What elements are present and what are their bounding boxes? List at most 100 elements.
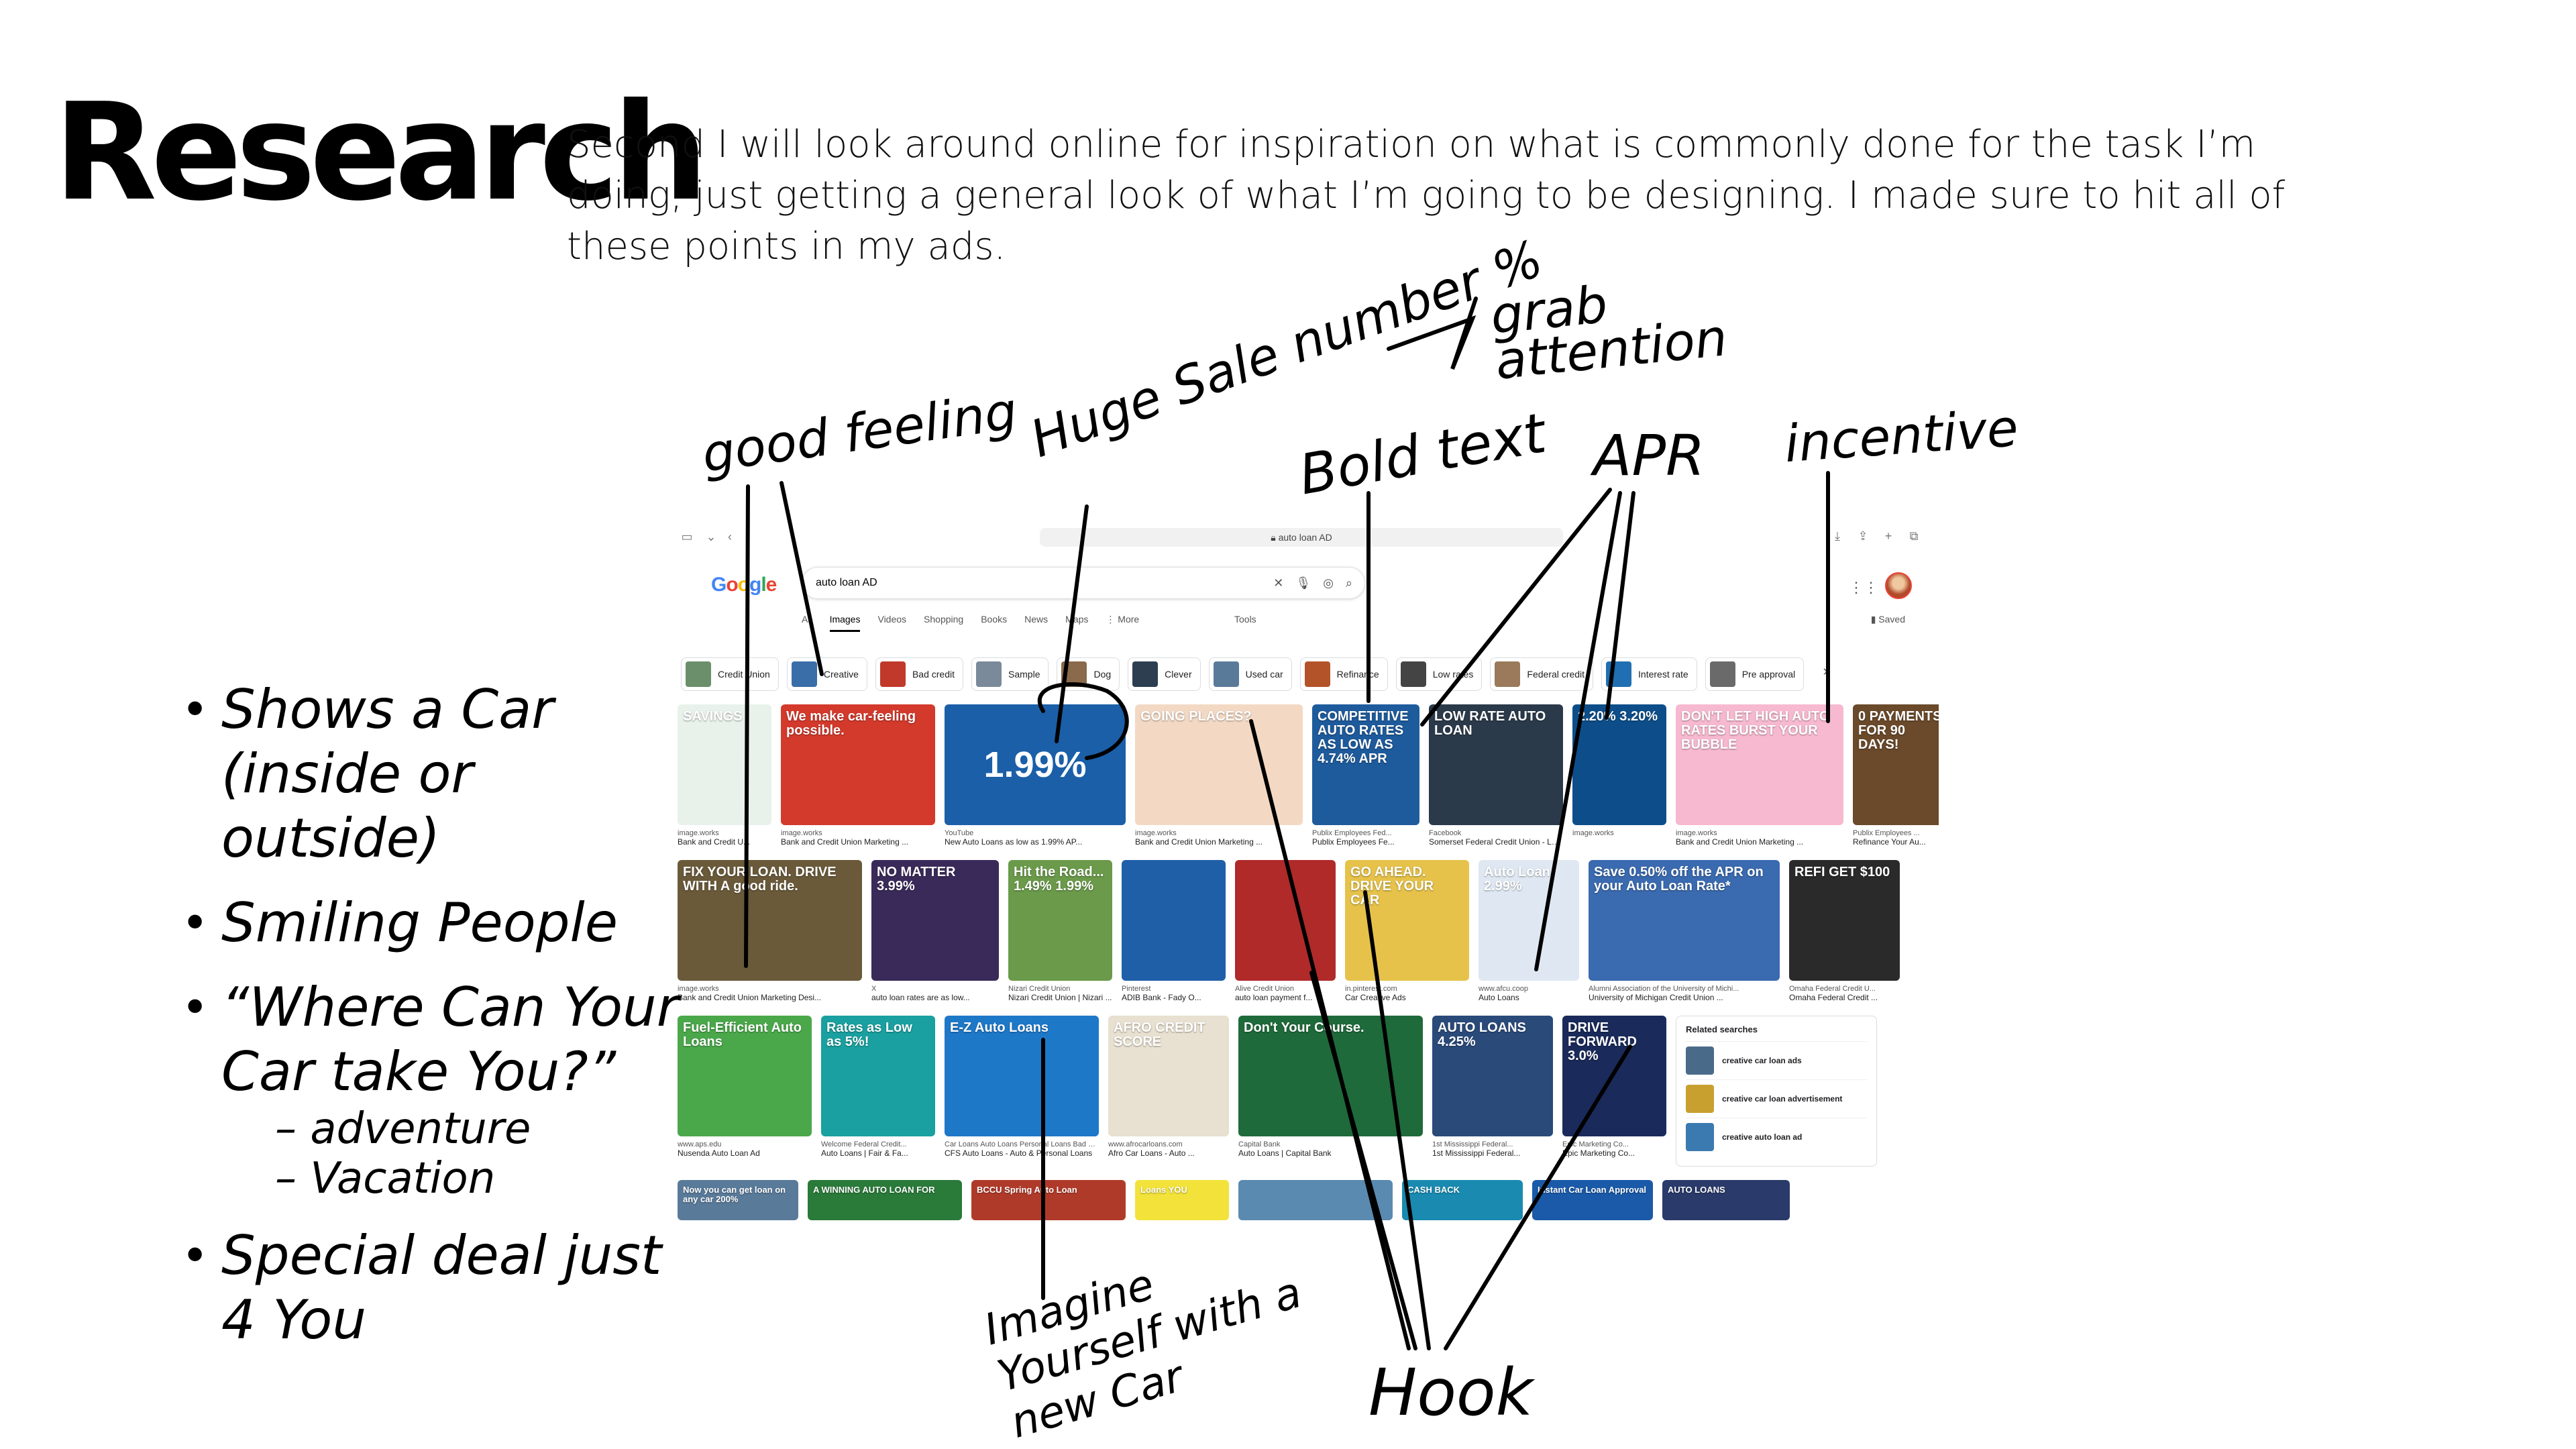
result-source[interactable]: image.works (781, 829, 822, 837)
result-thumbnail[interactable]: AUTO LOANS 4.25% (1432, 1016, 1553, 1136)
tools-button[interactable]: Tools (1234, 614, 1256, 625)
tab-5[interactable]: News (1024, 614, 1049, 625)
result-source[interactable]: www.afcu.coop (1479, 985, 1528, 993)
image-result[interactable]: AUTO LOANS 4.25% 1st Mississippi Federal.… (1432, 1016, 1553, 1158)
result-source[interactable]: Pinterest (1122, 985, 1151, 993)
result-caption[interactable]: Nizari Credit Union | Nizari ... (1008, 993, 1112, 1002)
result-caption[interactable]: Somerset Federal Credit Union - Look... (1429, 837, 1563, 847)
image-result[interactable]: A WINNING AUTO LOAN FOR (808, 1180, 962, 1220)
result-caption[interactable]: New Auto Loans as low as 1.99% AP... (945, 837, 1083, 847)
result-thumbnail[interactable]: NO MATTER 3.99% (871, 860, 999, 981)
image-result[interactable]: CASH BACK (1402, 1180, 1523, 1220)
filter-chip[interactable]: Refinance (1299, 657, 1388, 691)
result-source[interactable]: Publix Employees Fed... (1312, 829, 1392, 837)
related-search-item[interactable]: creative auto loan ad (1686, 1118, 1867, 1156)
result-thumbnail[interactable]: FIX YOUR LOAN. DRIVE WITH A good ride. (678, 860, 862, 981)
result-thumbnail[interactable]: GOING PLACES? (1135, 704, 1303, 825)
result-caption[interactable]: Publix Employees Fe... (1312, 837, 1395, 847)
result-thumbnail[interactable]: AFRO CREDIT SCORE (1108, 1016, 1229, 1136)
result-source[interactable]: image.works (678, 829, 719, 837)
google-logo[interactable]: Google (711, 574, 777, 596)
image-result[interactable]: COMPETITIVE AUTO RATES AS LOW AS 4.74% A… (1312, 704, 1419, 847)
result-caption[interactable]: Bank and Credit Union Marketing ... (1676, 837, 1804, 847)
result-thumbnail[interactable]: Rates as Low as 5%! (821, 1016, 935, 1136)
filter-chip[interactable]: Sample (971, 657, 1049, 691)
result-thumbnail[interactable]: DON'T LET HIGH AUTO RATES BURST YOUR BUB… (1676, 704, 1843, 825)
result-source[interactable]: YouTube (945, 829, 974, 837)
result-source[interactable]: www.aps.edu (678, 1140, 722, 1148)
back-arrow-icon[interactable]: ‹ (728, 529, 732, 543)
result-source[interactable]: 1st Mississippi Federal... (1432, 1140, 1513, 1148)
download-icon[interactable]: ⤓ (1835, 529, 1840, 543)
tab-1[interactable]: Images (829, 614, 861, 632)
result-source[interactable]: www.afrocarloans.com (1108, 1140, 1183, 1148)
filter-chip[interactable]: Interest rate (1601, 657, 1697, 691)
result-thumbnail[interactable]: Save 0.50% off the APR on your Auto Loan… (1589, 860, 1780, 981)
result-thumbnail[interactable]: Don't Your Course. (1238, 1016, 1423, 1136)
filter-chip[interactable]: Low rates (1395, 657, 1483, 691)
result-caption[interactable]: Omaha Federal Credit ... (1789, 993, 1878, 1002)
filter-chip[interactable]: Used car (1208, 657, 1292, 691)
result-caption[interactable]: Bank and Credit Union Marketing Desi... (678, 993, 822, 1002)
result-source[interactable]: Welcome Federal Credit... (821, 1140, 907, 1148)
result-caption[interactable]: Auto Loans | Capital Bank (1238, 1148, 1332, 1158)
result-source[interactable]: image.works (678, 985, 719, 993)
result-thumbnail[interactable]: 1.99% (945, 704, 1126, 825)
avatar[interactable] (1885, 572, 1912, 599)
image-result[interactable]: Now you can get loan on any car 200% (678, 1180, 798, 1220)
tab-4[interactable]: Books (981, 614, 1008, 625)
result-caption[interactable]: Auto Loans (1479, 993, 1519, 1002)
filter-chip[interactable]: Pre approval (1705, 657, 1805, 691)
filter-chip[interactable]: Federal credit (1490, 657, 1594, 691)
result-source[interactable]: Alumni Association of the University of … (1589, 985, 1739, 993)
image-result[interactable]: 2.20% 3.20% image.works (1572, 704, 1666, 837)
apps-grid-icon[interactable]: ⋮⋮ (1849, 579, 1878, 596)
filter-chip[interactable]: Dog (1057, 657, 1120, 691)
result-thumbnail[interactable]: 2.20% 3.20% (1572, 704, 1666, 825)
result-thumbnail[interactable] (1238, 1180, 1393, 1220)
result-thumbnail[interactable]: BCCU Spring Auto Loan (971, 1180, 1126, 1220)
search-box[interactable]: ✕ 🎙︎ ◎ ⌕ (802, 567, 1365, 599)
result-thumbnail[interactable]: LOW RATE AUTO LOAN (1429, 704, 1563, 825)
result-source[interactable]: image.works (1572, 829, 1614, 837)
result-source[interactable]: Omaha Federal Credit U... (1789, 985, 1876, 993)
result-thumbnail[interactable] (1235, 860, 1336, 981)
result-caption[interactable]: University of Michigan Credit Union ... (1589, 993, 1723, 1002)
image-result[interactable]: Instant Car Loan Approval (1532, 1180, 1653, 1220)
result-thumbnail[interactable] (1122, 860, 1226, 981)
result-caption[interactable]: Afro Car Loans - Auto ... (1108, 1148, 1195, 1158)
image-result[interactable]: Hit the Road... 1.49% 1.99%Nizari Credit… (1008, 860, 1112, 1002)
result-caption[interactable]: auto loan payment f... (1235, 993, 1313, 1002)
result-source[interactable]: image.works (1135, 829, 1177, 837)
result-caption[interactable]: 1st Mississippi Federal... (1432, 1148, 1521, 1158)
search-input[interactable] (814, 576, 1274, 590)
chevron-down-icon[interactable]: ⌄ (706, 529, 716, 543)
result-thumbnail[interactable]: 0 PAYMENTS FOR 90 DAYS! (1853, 704, 1939, 825)
result-source[interactable]: Alive Credit Union (1235, 985, 1295, 993)
clear-icon[interactable]: ✕ (1273, 576, 1284, 590)
result-source[interactable]: image.works (1676, 829, 1717, 837)
image-result[interactable]: FIX YOUR LOAN. DRIVE WITH A good ride. im… (678, 860, 862, 1002)
address-bar[interactable]: 🔒︎ auto loan AD (1040, 528, 1563, 547)
result-thumbnail[interactable]: COMPETITIVE AUTO RATES AS LOW AS 4.74% A… (1312, 704, 1419, 825)
result-thumbnail[interactable]: AUTO LOANS (1662, 1180, 1790, 1220)
image-result[interactable]: AUTO LOANS (1662, 1180, 1790, 1220)
result-source[interactable]: Car Loans Auto Loans Personal Loans Bad … (945, 1140, 1099, 1148)
filter-chip[interactable]: Credit Union (681, 657, 779, 691)
result-caption[interactable]: Epic Marketing Co... (1562, 1148, 1635, 1158)
tabs-overview-icon[interactable]: ⧉ (1909, 529, 1919, 543)
image-result[interactable]: DON'T LET HIGH AUTO RATES BURST YOUR BUB… (1676, 704, 1843, 847)
share-icon[interactable]: ⇪ (1858, 529, 1868, 543)
tab-2[interactable]: Videos (877, 614, 907, 625)
result-thumbnail[interactable]: REFI GET $100 (1789, 860, 1900, 981)
result-caption[interactable]: Bank and Credit Union Marketing ... (1135, 837, 1263, 847)
